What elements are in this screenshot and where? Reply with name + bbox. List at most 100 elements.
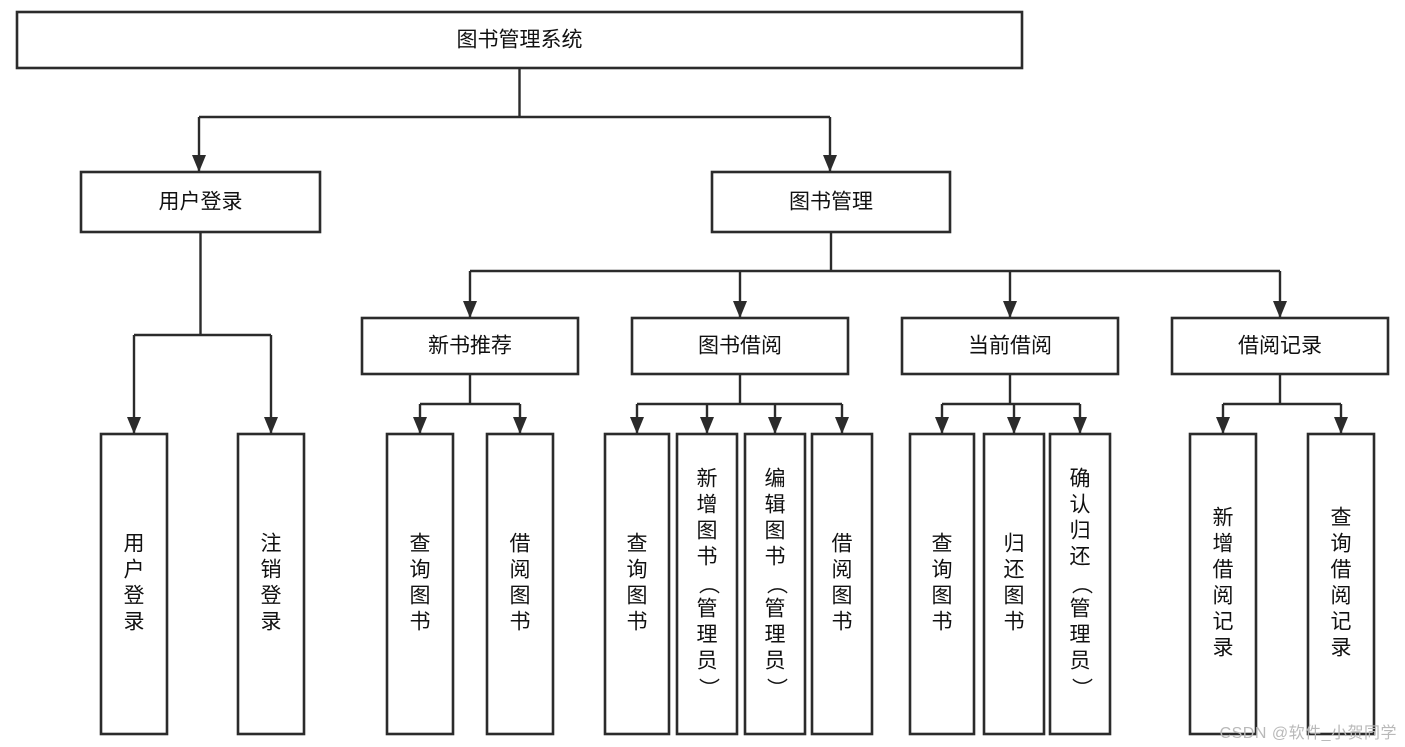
node-label-char: 用 (124, 533, 145, 556)
node-label-char: 查 (932, 533, 953, 556)
node-book-manage[interactable]: 图书管理 (710, 170, 952, 234)
node-label-char: 录 (124, 611, 145, 634)
node-label-char: 图 (765, 520, 786, 543)
connector-arrowhead (823, 155, 837, 172)
node-label-char: （ (1069, 574, 1092, 595)
connector-arrowhead (192, 155, 206, 172)
connector-arrowhead (733, 301, 747, 318)
node-label: 当前借阅 (968, 335, 1052, 358)
node-label-char: 询 (1331, 533, 1352, 556)
node-label: 图书管理系统 (457, 29, 583, 52)
node-new-book-recommend[interactable]: 新书推荐 (360, 316, 580, 376)
node-label-char: 书 (510, 611, 531, 634)
node-label-char: 新 (697, 468, 718, 491)
node-label-char: 询 (410, 559, 431, 582)
node-label: 用户登录 (159, 191, 243, 214)
node-label-char: 借 (1213, 559, 1234, 582)
node-label-char: 管 (697, 598, 718, 621)
node-label-char: 销 (261, 559, 282, 582)
node-current-borrow[interactable]: 当前借阅 (900, 316, 1120, 376)
node-label-char: 录 (1213, 637, 1234, 660)
connector-layer (127, 68, 1348, 434)
node-label-char: 书 (832, 611, 853, 634)
node-label-char: 理 (765, 624, 786, 647)
node-label-char: ） (764, 678, 787, 699)
node-label-char: 理 (1070, 624, 1091, 647)
node-label-char: 图 (410, 585, 431, 608)
connector-arrowhead (1334, 417, 1348, 434)
node-label-char: 辑 (765, 494, 786, 517)
node-label-char: 记 (1213, 611, 1234, 634)
node-label-char: 借 (1331, 559, 1352, 582)
node-user-login[interactable]: 用户登录 (79, 170, 322, 234)
node-label-char: 管 (765, 598, 786, 621)
node-label-char: 书 (765, 546, 786, 569)
node-label-char: 书 (1004, 611, 1025, 634)
node-label-char: 阅 (510, 559, 531, 582)
connector-arrowhead (630, 417, 644, 434)
node-label-char: ） (1069, 678, 1092, 699)
node-label: 图书管理 (789, 191, 873, 214)
node-label-char: 归 (1004, 533, 1025, 556)
node-label-char: （ (764, 574, 787, 595)
node-label-char: 阅 (832, 559, 853, 582)
node-label-char: 图 (697, 520, 718, 543)
node-leaf-user-login[interactable]: 用户登录 (99, 432, 169, 736)
node-label-char: 图 (932, 585, 953, 608)
connector-arrowhead (1073, 417, 1087, 434)
connector-arrowhead (700, 417, 714, 434)
node-label: 图书借阅 (698, 335, 782, 358)
node-label-char: 员 (765, 650, 786, 673)
node-label-char: 户 (124, 559, 145, 582)
node-label-char: 记 (1331, 611, 1352, 634)
node-label-char: 图 (627, 585, 648, 608)
node-label-char: 录 (261, 611, 282, 634)
node-label-char: 查 (410, 533, 431, 556)
node-label-char: 编 (765, 468, 786, 491)
node-label-char: 书 (932, 611, 953, 634)
node-label-char: 注 (261, 533, 282, 556)
node-label-char: 书 (410, 611, 431, 634)
node-label-char: 图 (510, 585, 531, 608)
connector-arrowhead (835, 417, 849, 434)
node-label-char: 查 (1331, 507, 1352, 530)
node-label-char: 登 (261, 585, 282, 608)
node-label-char: 理 (697, 624, 718, 647)
node-label-char: 查 (627, 533, 648, 556)
node-root-图书管理系统[interactable]: 图书管理系统 (15, 10, 1024, 70)
connector-arrowhead (1273, 301, 1287, 318)
connector-arrowhead (264, 417, 278, 434)
connector-arrowhead (935, 417, 949, 434)
node-label-char: 增 (697, 494, 718, 517)
node-book-borrow[interactable]: 图书借阅 (630, 316, 850, 376)
node-label-char: 书 (697, 546, 718, 569)
node-label: 借阅记录 (1238, 335, 1322, 358)
node-layer: 图书管理系统用户登录图书管理新书推荐图书借阅当前借阅借阅记录用户登录注销登录查询… (15, 10, 1390, 736)
node-label-char: 图 (832, 585, 853, 608)
node-borrow-record[interactable]: 借阅记录 (1170, 316, 1390, 376)
node-label-char: 图 (1004, 585, 1025, 608)
node-label-char: 认 (1070, 494, 1091, 517)
node-label-char: ） (696, 678, 719, 699)
node-label-char: 确 (1070, 468, 1091, 491)
node-label-char: 询 (932, 559, 953, 582)
node-label-char: 书 (627, 611, 648, 634)
node-label-char: （ (696, 574, 719, 595)
node-label: 新书推荐 (428, 335, 512, 358)
connector-arrowhead (1003, 301, 1017, 318)
connector-arrowhead (513, 417, 527, 434)
node-label-char: 还 (1004, 559, 1025, 582)
connector-arrowhead (127, 417, 141, 434)
